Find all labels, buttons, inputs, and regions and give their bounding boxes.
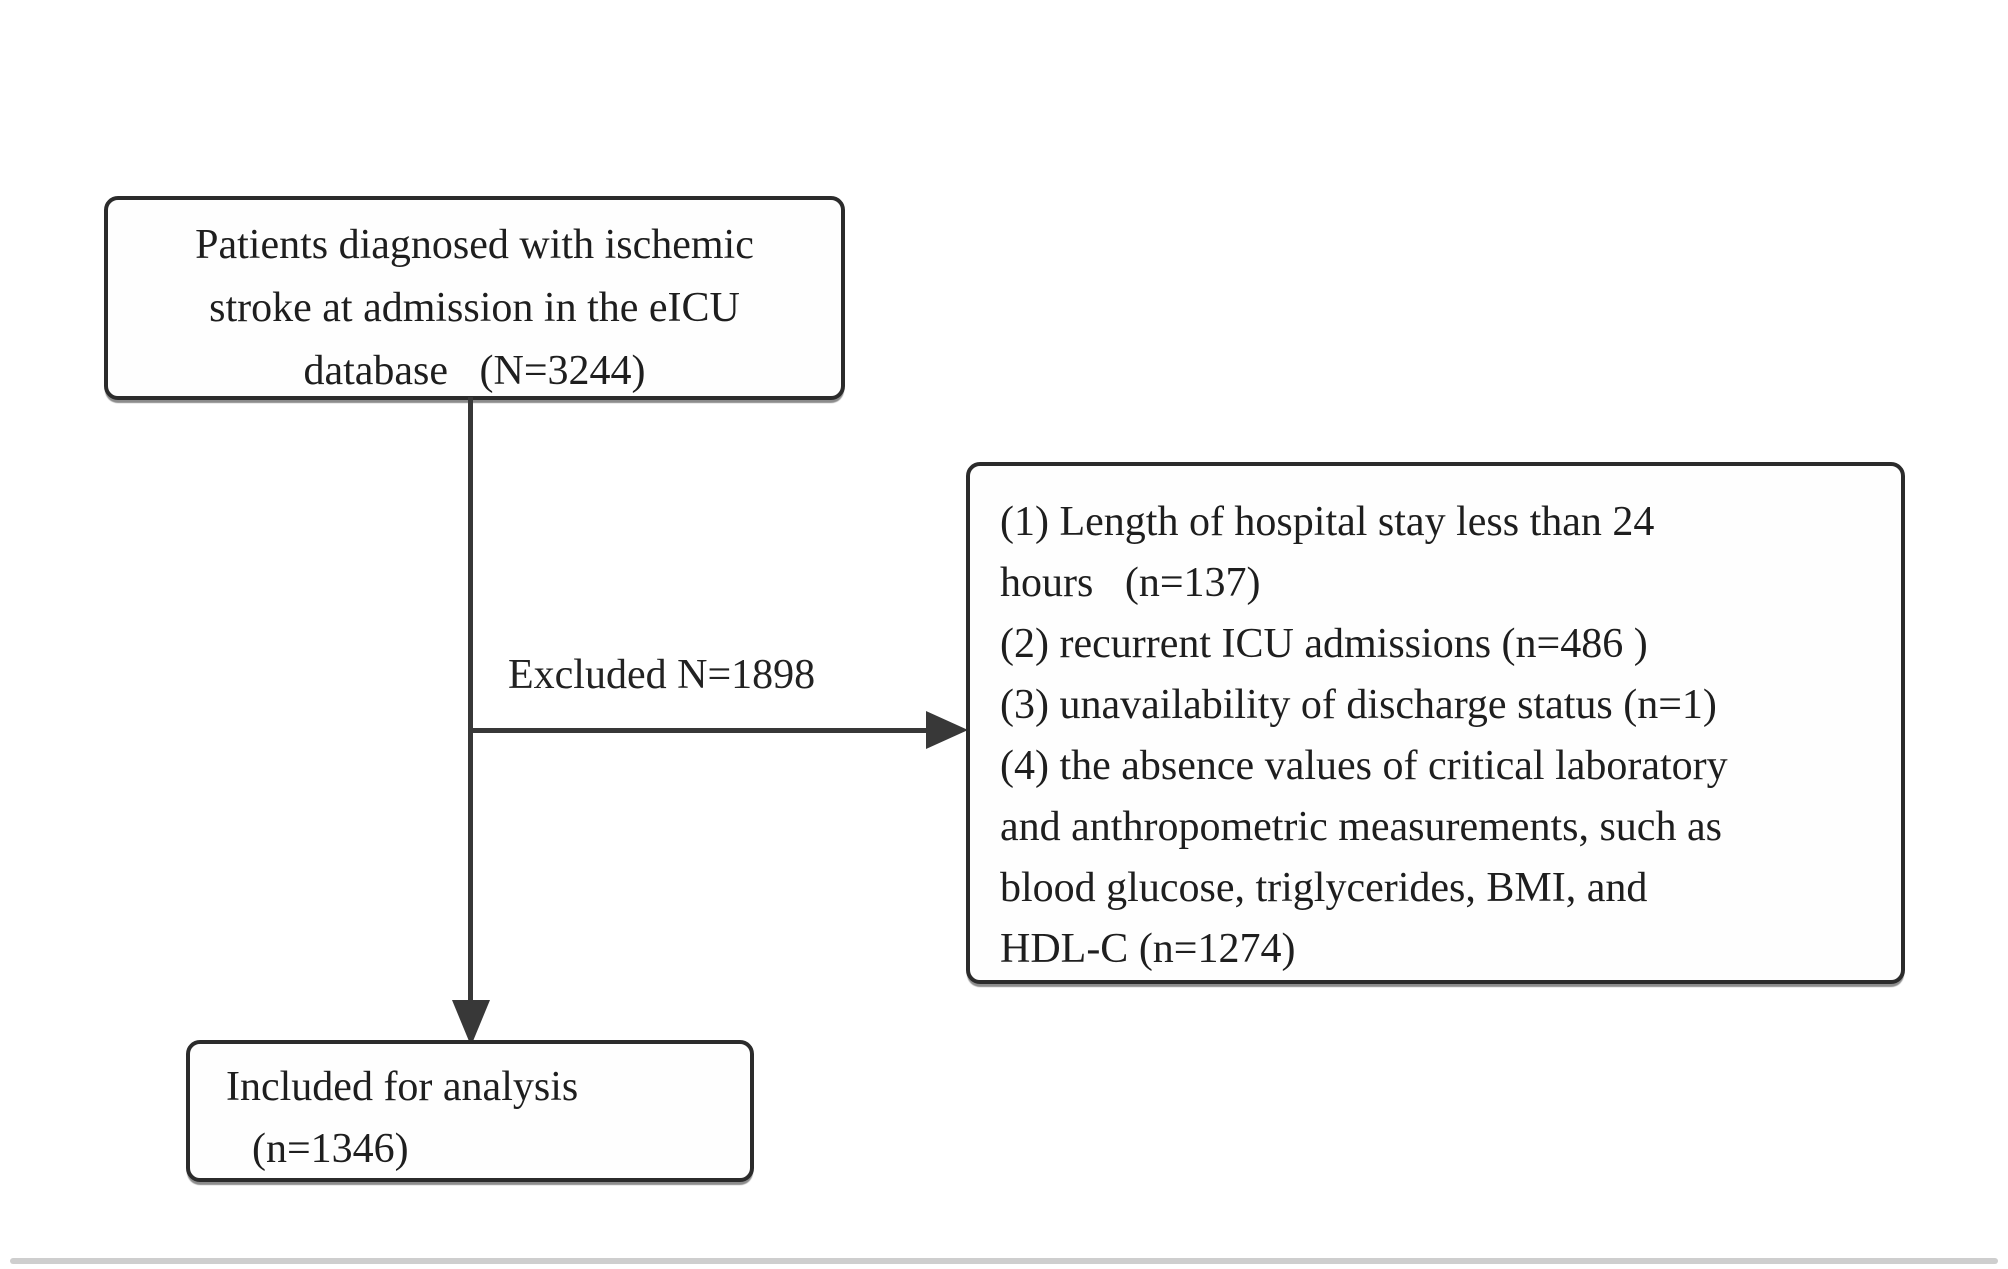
included-box: Included for analysis (n=1346) (186, 1040, 754, 1182)
down-arrowhead-icon (452, 1000, 490, 1046)
excluded-label: Excluded N=1898 (508, 652, 816, 698)
exclusion-criterion-line: hours (n=137) (1000, 560, 1261, 606)
included-box-line: (n=1346) (252, 1126, 409, 1172)
exclusion-criterion-line: (2) recurrent ICU admissions (n=486 ) (1000, 621, 1648, 667)
population-box-line: Patients diagnosed with ischemic (195, 222, 754, 268)
right-arrowhead-icon (926, 711, 968, 749)
population-box-line: stroke at admission in the eICU (209, 285, 740, 331)
exclusion-criterion-line: and anthropometric measurements, such as (1000, 804, 1722, 850)
population-box-line: database (N=3244) (303, 348, 646, 394)
exclusion-criterion-line: HDL-C (n=1274) (1000, 926, 1296, 972)
exclusion-criterion-line: (4) the absence values of critical labor… (1000, 743, 1728, 789)
scan-artifact-line (10, 1258, 1998, 1264)
included-box-line: Included for analysis (226, 1064, 579, 1110)
excluded-arrow-line (468, 728, 928, 733)
exclusion-criteria-box: (1) Length of hospital stay less than 24… (966, 462, 1905, 984)
exclusion-criterion-line: blood glucose, triglycerides, BMI, and (1000, 865, 1648, 911)
exclusion-criterion-line: (1) Length of hospital stay less than 24 (1000, 499, 1655, 545)
exclusion-criterion-line: (3) unavailability of discharge status (… (1000, 682, 1717, 728)
down-arrow-line (468, 397, 473, 1002)
population-box: Patients diagnosed with ischemic stroke … (104, 196, 845, 400)
